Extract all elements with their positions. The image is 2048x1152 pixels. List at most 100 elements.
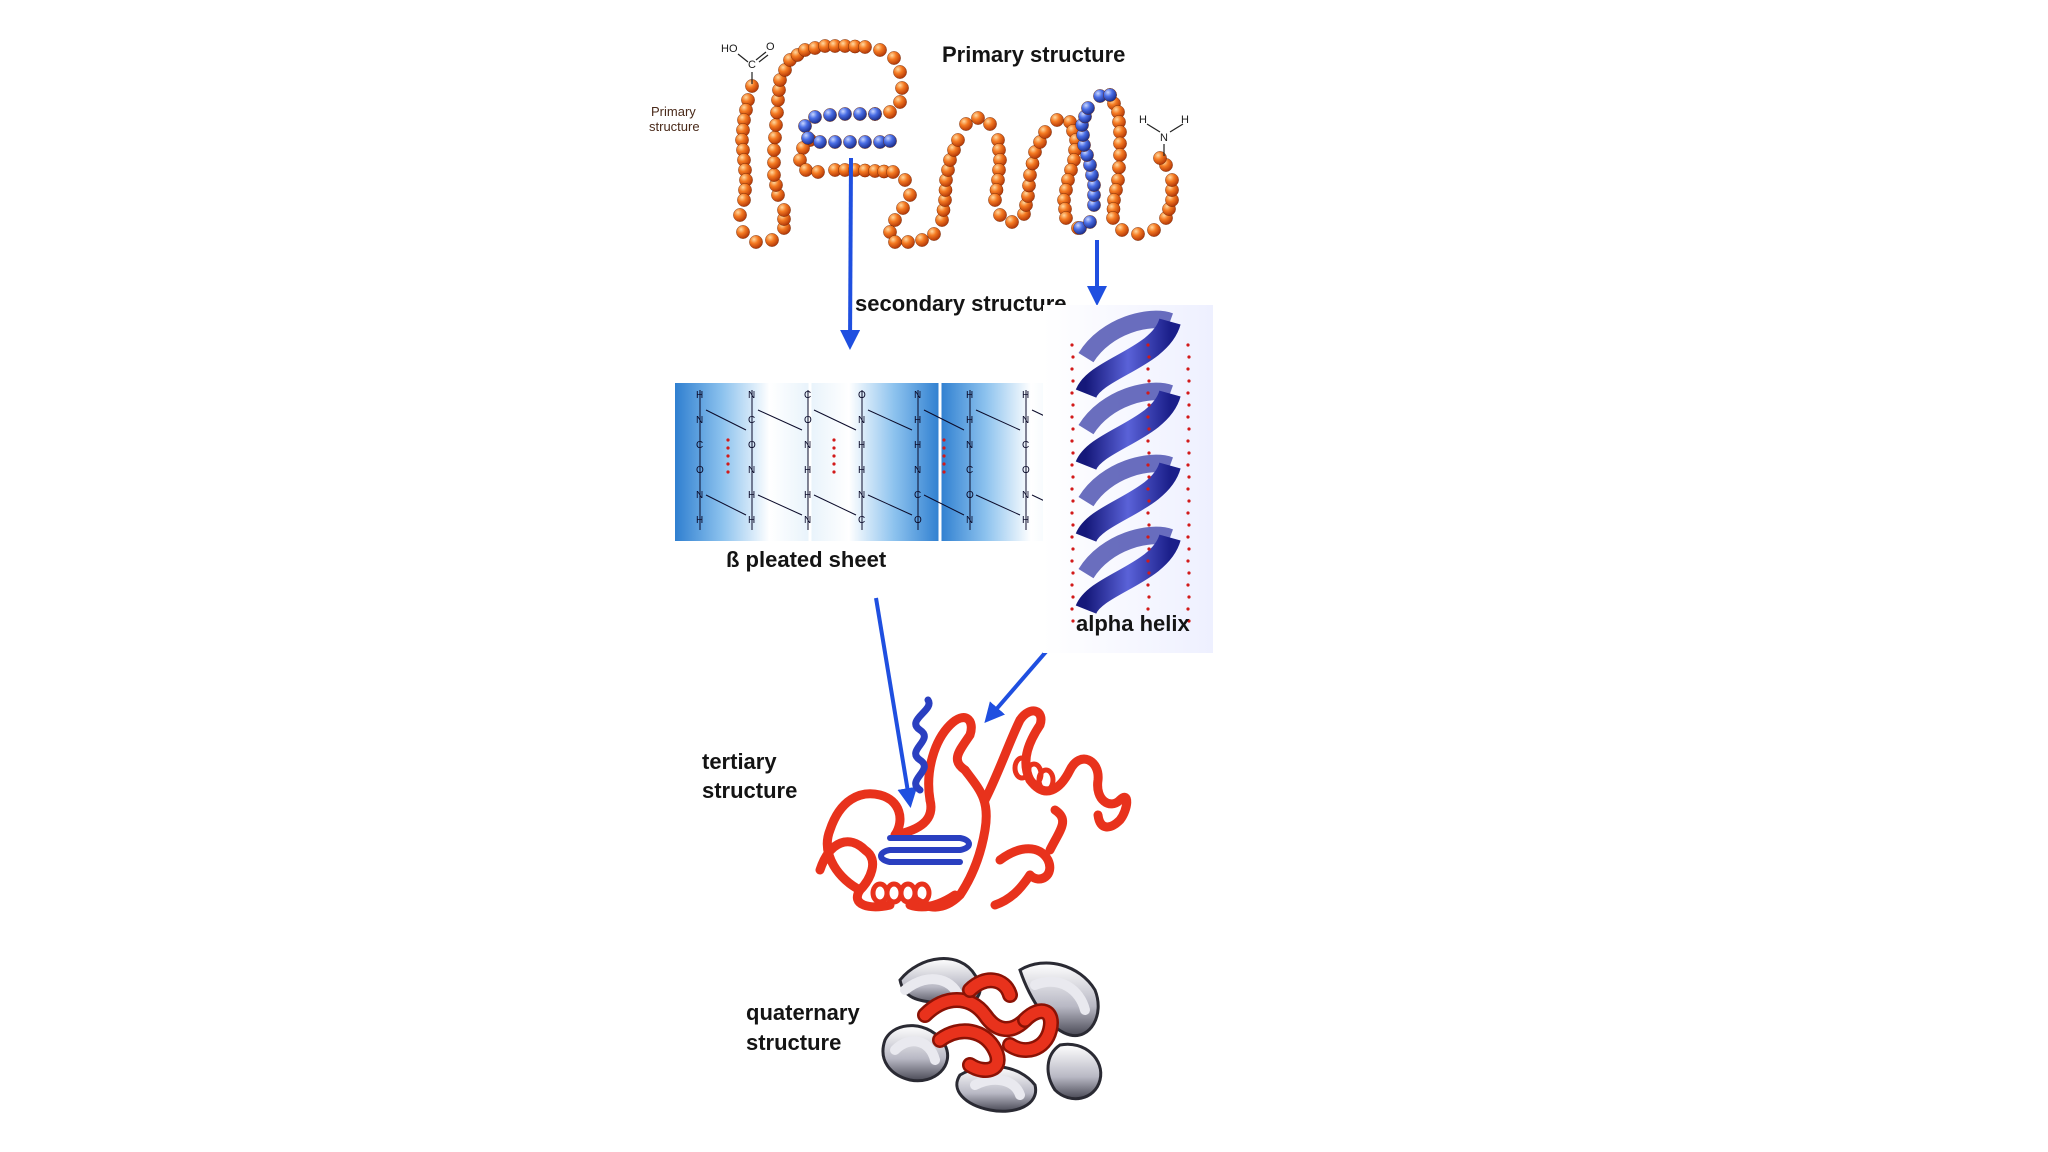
tertiary-label-line1: tertiary [702,749,777,774]
sheet-atom-glyph: H [966,415,973,426]
sheet-atom-glyph: N [966,440,973,451]
helix-h-bond-dot [1147,355,1151,359]
sheet-atom-glyph: H [1022,515,1029,526]
helix-h-bond-dot [1071,619,1075,623]
sheet-atom-glyph: H [804,465,811,476]
helix-h-bond-dot [1146,415,1150,419]
h-bond-dot [832,454,836,458]
quaternary-red-tube [934,1025,1003,1076]
h-bond-dot [726,446,730,450]
amine-h2-text: H [1181,114,1189,126]
quaternary-grey-subunit [1018,961,1100,1038]
h-bond-dot [726,454,730,458]
tertiary-coil-segment [822,789,905,895]
sheet-atom-glyph: O [696,465,704,476]
sheet-atom-glyph: H [804,490,811,501]
helix-h-bond-dot [1146,367,1150,371]
amino-acid-bead [823,108,837,122]
amino-acid-bead [901,235,915,249]
amino-acid-bead [915,233,929,247]
helix-h-bond-dot [1071,499,1075,503]
h-bond-dot [832,446,836,450]
tertiary-coil-segment [890,795,936,840]
sheet-atom-glyph: N [696,490,703,501]
amino-acid-bead [749,235,763,249]
sheet-backbone-line [923,409,965,431]
amino-acid-bead [888,213,902,227]
h-bond-dot [942,446,946,450]
amino-acid-bead [1005,215,1019,229]
amino-acid-bead [1103,88,1117,102]
tertiary-coil-segment [924,713,976,805]
sheet-backbone-line [975,409,1021,431]
helix-h-bond-dot [1147,571,1151,575]
helix-h-bond-dot [1070,583,1074,587]
helix-h-bond-dot [1186,607,1190,611]
helix-h-bond-dot [1070,343,1074,347]
helix-h-bond-dot [1071,523,1075,527]
helix-h-bond-dot [1187,355,1191,359]
helix-h-bond-dot [1147,403,1151,407]
sheet-atom-glyph: N [804,440,811,451]
amino-acid-bead [843,135,857,149]
beta-sheet-label: ß pleated sheet [726,547,887,572]
sheet-backbone-line [757,494,803,516]
amine-n-text: N [1160,132,1168,144]
sheet-atom-glyph: N [804,515,811,526]
helix-h-bond-dot [1147,499,1151,503]
amino-acid-bead [1073,221,1087,235]
amino-acid-bead [1115,223,1129,237]
amino-acid-bead [736,225,750,239]
carboxyl-o-text: O [766,41,775,53]
amino-acid-bead [971,111,985,125]
helix-h-bond-dot [1146,439,1150,443]
amine-h1-text: H [1139,114,1147,126]
helix-h-bond-dot [1071,403,1075,407]
helix-h-bond-dot [1070,511,1074,515]
helix-h-bond-dot [1187,451,1191,455]
quaternary-label-line1: quaternary [746,1000,860,1025]
helix-h-bond-dot [1070,607,1074,611]
alpha-helix-label: alpha helix [1076,611,1190,636]
sheet-atom-glyph: H [914,440,921,451]
sheet-atom-glyph: H [748,490,755,501]
sheet-atom-glyph: O [858,390,866,401]
amino-acid-bead [1113,125,1127,139]
amino-acid-bead [896,201,910,215]
h-bond-dot [726,462,730,466]
h-bond-dot [832,438,836,442]
helix-h-bond-dot [1070,439,1074,443]
arrow-sheet-to-tertiary [874,597,918,808]
sheet-atom-glyph: O [748,440,756,451]
sheet-atom-glyph: C [748,415,755,426]
helix-h-bond-dot [1186,487,1190,491]
carboxyl-group: HO O C [721,41,775,84]
helix-h-bond-dot [1146,511,1150,515]
tertiary-coil-segment [995,844,1055,884]
amino-acid-bead [888,235,902,249]
helix-h-bond-dot [1186,535,1190,539]
tertiary-coil-segment [1093,793,1132,832]
sheet-backbone-line [813,494,857,516]
helix-h-bond-dot [1070,463,1074,467]
amino-acid-bead [1112,160,1126,175]
helix-h-bond-dot [1146,463,1150,467]
amino-acid-bead [767,155,781,170]
helix-h-bond-dot [1147,475,1151,479]
helix-h-bond-dot [1147,523,1151,527]
sheet-atom-glyph: H [858,440,865,451]
helix-h-bond-dot [1071,475,1075,479]
sheet-backbone-line [975,494,1021,516]
amino-acid-bead [828,135,842,149]
amino-acid-bead [1113,148,1127,162]
primary-side-label-line1: Primary [651,104,696,119]
sheet-atom-glyph: H [696,390,703,401]
helix-h-bond-dot [1071,595,1075,599]
tertiary-label-line2: structure [702,778,797,803]
helix-h-bond-dot [1187,427,1191,431]
helix-h-bond-dot [1146,535,1150,539]
sheet-backbone-line [867,409,913,431]
quaternary-grey-subunit [881,1024,949,1083]
helix-h-bond-dot [1147,379,1151,383]
